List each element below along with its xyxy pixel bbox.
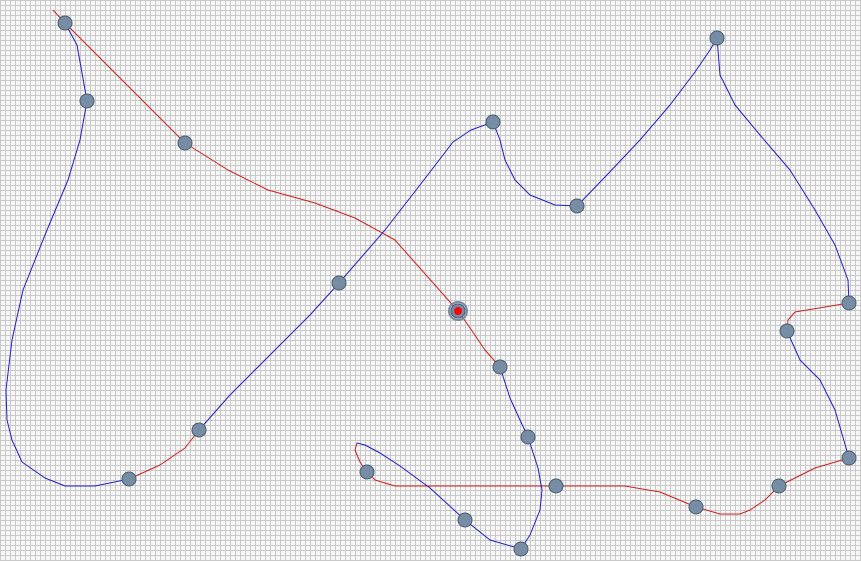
control-point-n7[interactable] — [485, 114, 501, 130]
curve-segment — [695, 485, 780, 515]
curve-segment — [52, 9, 459, 312]
selected-point-ring — [448, 301, 468, 321]
control-point-n12[interactable] — [779, 323, 795, 339]
control-point-n19[interactable] — [513, 541, 529, 557]
curve-segment — [492, 121, 578, 207]
curve-segment — [499, 366, 529, 438]
control-point-n21[interactable] — [492, 359, 508, 375]
curve-segments — [5, 9, 850, 550]
curve-segment — [198, 121, 494, 431]
control-point-n3[interactable] — [177, 135, 193, 151]
control-point-n18[interactable] — [457, 512, 473, 528]
control-point-n9[interactable] — [569, 198, 585, 214]
curve-segment — [356, 442, 466, 521]
curve-segment — [556, 485, 697, 508]
control-point-n16[interactable] — [548, 478, 564, 494]
control-point-n10[interactable] — [709, 30, 725, 46]
curve-segment — [5, 22, 130, 487]
control-point-n15[interactable] — [688, 499, 704, 515]
control-point-n4[interactable] — [331, 275, 347, 291]
curve-segment — [457, 310, 501, 368]
curve-segment — [576, 37, 718, 207]
control-point-n14[interactable] — [771, 478, 787, 494]
control-points — [57, 15, 857, 557]
curve-segment — [778, 457, 850, 487]
curve-segment — [128, 429, 200, 480]
curve-segment — [786, 302, 850, 332]
curve-segment — [786, 330, 850, 459]
control-point-n5[interactable] — [191, 422, 207, 438]
curve-segment — [366, 471, 556, 487]
selected-point-marker[interactable] — [454, 307, 462, 315]
control-point-n13[interactable] — [841, 450, 857, 466]
curve-segment — [716, 37, 850, 304]
control-point-n6[interactable] — [121, 471, 137, 487]
control-point-n20[interactable] — [520, 429, 536, 445]
control-point-n11[interactable] — [841, 295, 857, 311]
curve-segment — [520, 436, 543, 550]
control-point-n1[interactable] — [57, 15, 73, 31]
control-point-n17[interactable] — [359, 464, 375, 480]
curve-segment — [464, 519, 522, 550]
control-point-n2[interactable] — [79, 93, 95, 109]
